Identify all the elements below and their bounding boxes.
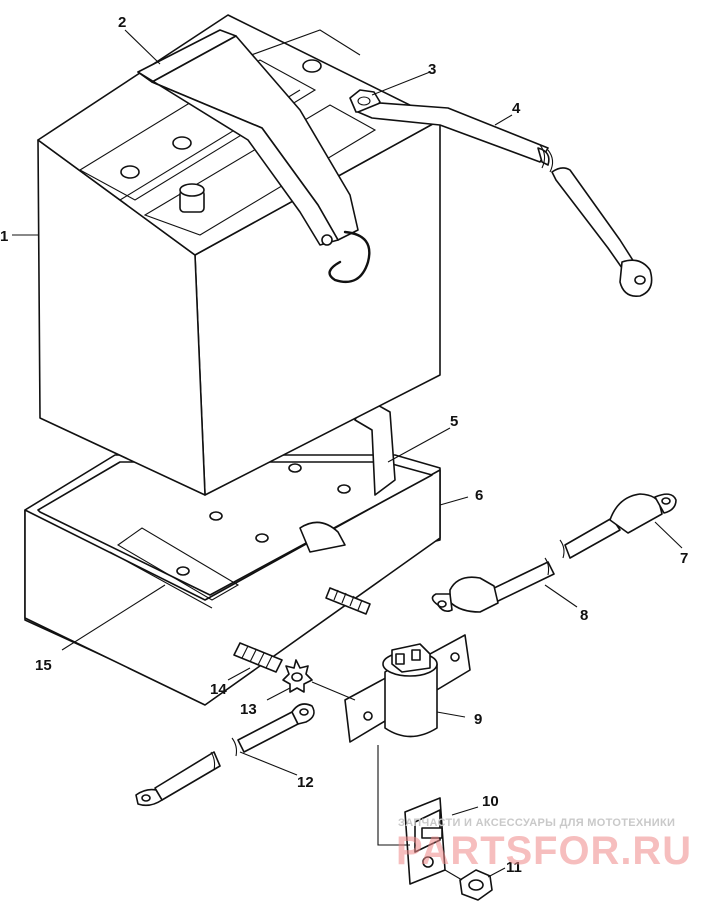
battery-strap [137, 29, 371, 284]
callout-4: 4 [512, 100, 521, 117]
watermark: ЗАПЧАСТИ И АКСЕССУАРЫ ДЛЯ МОТОТЕХНИКИ PA… [396, 817, 692, 873]
watermark-site: PARTSFOR.RU [396, 829, 692, 873]
callout-1: 1 [0, 228, 8, 245]
positive-cable [357, 102, 653, 298]
star-washer [282, 659, 313, 693]
leader-lines [12, 29, 683, 881]
callout-6: 6 [475, 487, 483, 504]
callout-3: 3 [428, 61, 436, 78]
callout-10: 10 [482, 793, 499, 810]
cable-7 [564, 493, 677, 559]
callout-11: 11 [506, 859, 522, 876]
stud-14 [233, 642, 283, 673]
hex-nut [459, 869, 493, 901]
callout-13: 13 [240, 701, 257, 718]
watermark-tagline: ЗАПЧАСТИ И АКСЕССУАРЫ ДЛЯ МОТОТЕХНИКИ [398, 817, 675, 829]
callout-5: 5 [450, 413, 458, 430]
callout-9: 9 [474, 711, 482, 728]
battery-tray [24, 397, 441, 706]
callout-2: 2 [118, 14, 126, 31]
callout-12: 12 [297, 774, 314, 791]
callout-8: 8 [580, 607, 588, 624]
callout-7: 7 [680, 550, 688, 567]
callouts: 1 2 3 4 5 6 7 8 9 10 11 12 13 14 15 [0, 14, 688, 876]
solenoid [344, 634, 471, 743]
callout-14: 14 [210, 681, 227, 698]
cable-8 [431, 561, 555, 613]
callout-15: 15 [35, 657, 52, 674]
stud-top [325, 587, 371, 615]
cable-12 [135, 703, 315, 807]
break-marks [210, 144, 565, 771]
